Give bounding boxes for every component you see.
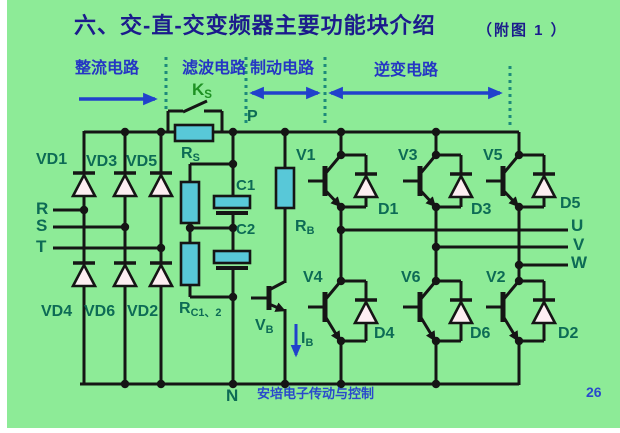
label-diode-d3: D3	[471, 201, 492, 218]
section-label-filter: 滤波电路	[182, 60, 247, 77]
label-diode-d6: D6	[470, 325, 491, 342]
label-capacitor-c2: C2	[236, 221, 256, 238]
label-resistor-rb: RB	[295, 218, 315, 238]
brake-resistor-rb	[274, 166, 296, 210]
page-number: 26	[586, 384, 602, 400]
label-transistor-v4: V4	[303, 269, 323, 286]
freewheel-diode-d3-symbol	[436, 153, 475, 209]
label-diode-d4: D4	[374, 325, 395, 342]
transistor-v3-symbol	[403, 155, 437, 208]
label-phase-r: R	[36, 199, 49, 218]
label-diode-vd3: VD3	[86, 153, 118, 170]
transistor-v2-symbol	[486, 281, 520, 342]
equalizing-resistor-1	[179, 180, 201, 225]
diode-vd5-symbol	[147, 171, 175, 198]
section-divider-lines	[164, 57, 512, 127]
label-diode-vd5: VD5	[126, 153, 158, 170]
label-dc-bus-positive: P	[247, 108, 258, 125]
diode-vd3-symbol	[111, 171, 139, 198]
page-title: 六、交-直-交变频器主要功能块介绍	[74, 13, 436, 38]
section-label-rectifier: 整流电路	[75, 60, 140, 77]
label-diode-vd6: VD6	[84, 303, 116, 320]
charge-resistor-rs	[173, 123, 215, 143]
label-resistor-rs: RS	[181, 145, 200, 165]
freewheel-diode-d6-symbol	[436, 279, 475, 343]
left-margin	[0, 0, 7, 433]
label-switch-ks: KS	[192, 80, 212, 102]
inverter-bridge	[308, 153, 558, 343]
label-transistor-v2: V2	[486, 269, 506, 286]
label-output-u: U	[571, 216, 584, 235]
bottom-margin	[0, 428, 620, 433]
label-output-w: W	[571, 253, 588, 272]
rectifier-bridge	[70, 171, 175, 288]
label-transistor-v3: V3	[398, 147, 418, 164]
label-capacitor-c1: C1	[236, 177, 256, 194]
section-label-brake: 制动电路	[250, 60, 315, 77]
freewheel-diode-d1-symbol	[341, 153, 380, 209]
freewheel-diode-d4-symbol	[341, 279, 380, 343]
brake-transistor-vb-symbol	[251, 280, 286, 312]
diode-vd6-symbol	[111, 261, 139, 288]
label-diode-d2: D2	[558, 325, 579, 342]
switch-blade	[182, 99, 208, 114]
diode-vd1-symbol	[70, 171, 98, 198]
label-transistor-v5: V5	[483, 147, 503, 164]
label-transistor-vb: VB	[255, 317, 274, 337]
label-transistor-v1: V1	[296, 147, 316, 164]
transistor-v6-symbol	[403, 281, 437, 342]
transistor-v1-symbol	[308, 155, 342, 208]
label-current-ib: IB	[301, 330, 314, 350]
wires	[53, 99, 568, 386]
freewheel-diode-d2-symbol	[519, 279, 558, 343]
label-diode-vd4: VD4	[41, 303, 73, 320]
diode-vd4-symbol	[70, 261, 98, 288]
label-diode-d5: D5	[560, 195, 581, 212]
label-output-v: V	[573, 235, 585, 254]
figure-reference: （附图 1 ）	[477, 22, 568, 39]
label-resistor-rc12: RC1、2	[179, 300, 222, 320]
capacitor-c1-symbol	[212, 194, 252, 215]
label-dc-bus-negative: N	[226, 386, 239, 405]
label-diode-vd2: VD2	[127, 303, 159, 320]
label-diode-vd1: VD1	[36, 151, 68, 168]
transistor-v5-symbol	[486, 155, 520, 208]
label-transistor-v6: V6	[401, 269, 421, 286]
diode-vd2-symbol	[147, 261, 175, 288]
transistor-v4-symbol	[308, 281, 342, 342]
label-phase-s: S	[36, 216, 48, 235]
section-span-arrows	[79, 86, 503, 106]
watermark-text: 安培电子传动与控制	[257, 386, 375, 401]
capacitor-c2-symbol	[212, 249, 252, 270]
freewheel-diode-d5-symbol	[519, 153, 558, 209]
label-diode-d1: D1	[378, 201, 399, 218]
label-phase-t: T	[36, 237, 47, 256]
passive-components	[173, 123, 296, 287]
section-label-inverter: 逆变电路	[374, 62, 439, 79]
junction-dots	[79, 127, 524, 389]
equalizing-resistor-2	[179, 241, 201, 287]
